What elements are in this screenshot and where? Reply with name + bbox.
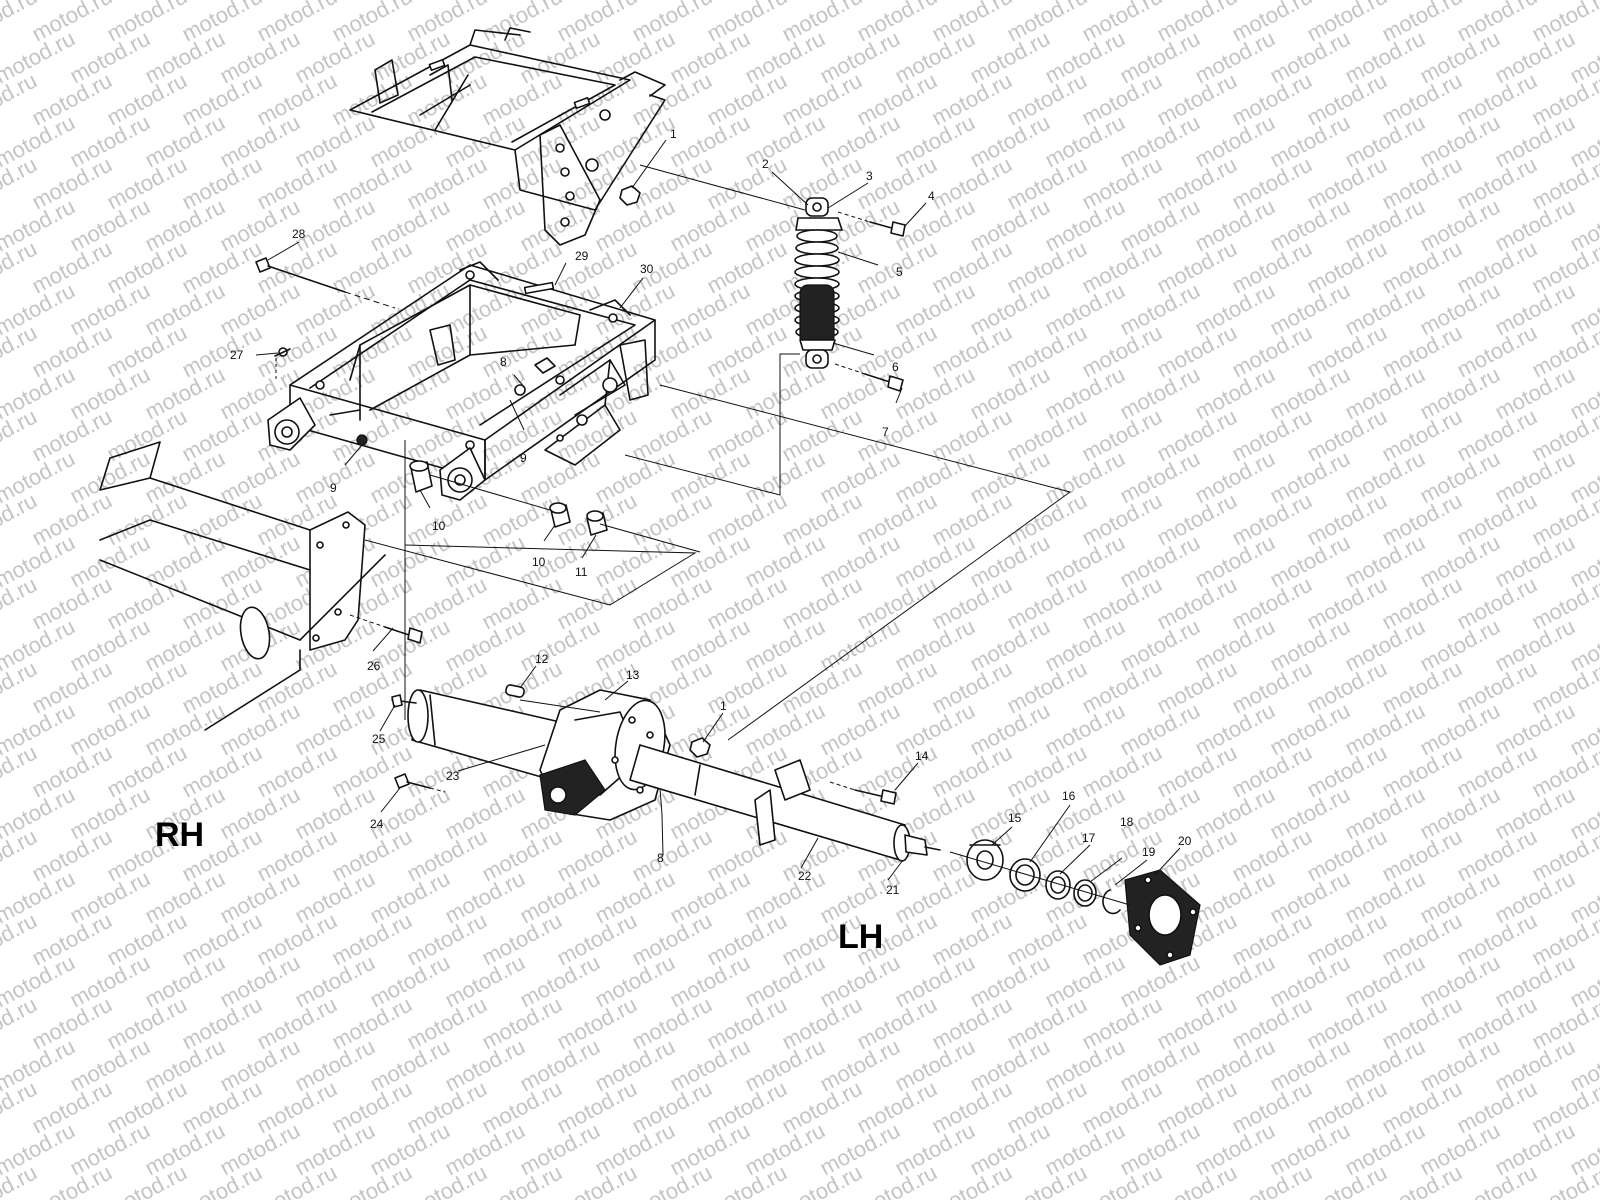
callout-labels: 1 2 3 4 5 6 7 28 29 30 27 8 9 9 10 10 11… [230, 127, 1192, 897]
callout-14: 14 [915, 749, 929, 763]
long-bolt-28 [255, 257, 396, 309]
callout-27: 27 [230, 348, 244, 362]
rh-side-label: RH [155, 816, 204, 854]
callout-8-lower: 8 [657, 851, 664, 865]
bolt-7 [834, 363, 904, 392]
callout-25: 25 [372, 732, 386, 746]
callout-2: 2 [762, 157, 769, 171]
callout-9-left: 9 [330, 481, 337, 495]
callout-30: 30 [640, 262, 654, 276]
bushings [409, 460, 608, 536]
callout-11: 11 [575, 565, 588, 579]
callout-17: 17 [1082, 831, 1096, 845]
leader-lines [255, 139, 1181, 886]
callout-26: 26 [367, 659, 381, 673]
callout-15: 15 [1008, 811, 1022, 825]
nut-1-upper [619, 185, 641, 206]
callout-7: 7 [882, 425, 889, 439]
callout-18: 18 [1120, 815, 1134, 829]
callout-23: 23 [446, 769, 460, 783]
nut-1-lower [689, 737, 711, 758]
bolt-26 [349, 614, 423, 644]
callout-4: 4 [928, 189, 935, 203]
upper-frame [349, 27, 666, 246]
callout-9-right: 9 [520, 451, 527, 465]
callout-19: 19 [1142, 845, 1156, 859]
shock-absorber [794, 197, 843, 369]
callout-21: 21 [886, 883, 900, 897]
callout-10-left: 10 [432, 519, 446, 533]
callout-8-upper: 8 [500, 355, 507, 369]
callout-20: 20 [1178, 834, 1192, 848]
callout-3: 3 [866, 169, 873, 183]
rear-axle-assembly [391, 684, 941, 862]
callout-12: 12 [535, 652, 549, 666]
callout-16: 16 [1062, 789, 1076, 803]
callout-1-upper: 1 [670, 127, 677, 141]
hub-components [966, 839, 1201, 966]
callout-1-lower: 1 [720, 699, 727, 713]
callout-13: 13 [626, 668, 640, 682]
grease-fitting-27 [274, 347, 291, 380]
bolt-14 [829, 781, 897, 805]
swing-arm-frame [267, 261, 656, 501]
callout-6: 6 [892, 360, 899, 374]
assembly-lines [364, 164, 1131, 906]
callout-28: 28 [292, 227, 306, 241]
callout-5: 5 [896, 265, 903, 279]
callout-22: 22 [798, 869, 812, 883]
callout-24: 24 [370, 817, 384, 831]
callout-29: 29 [575, 249, 589, 263]
bolt-24 [394, 773, 446, 793]
callout-10-right: 10 [532, 555, 546, 569]
bolt-4 [837, 211, 906, 237]
lh-side-label: LH [838, 918, 883, 956]
